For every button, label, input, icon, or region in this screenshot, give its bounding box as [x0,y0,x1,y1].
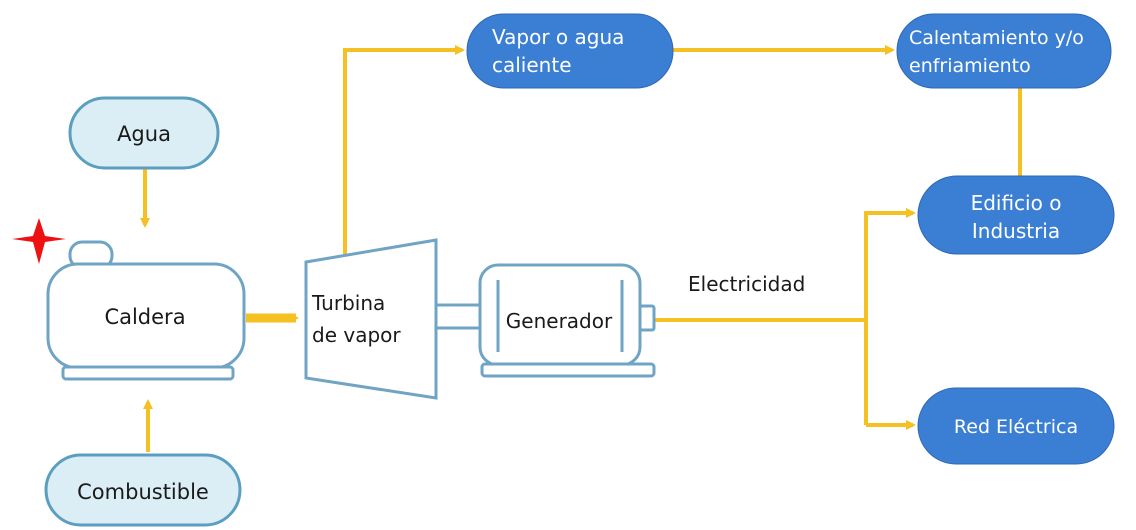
node-red-electrica: Red Eléctrica [917,387,1115,465]
red-star-marker [12,218,66,264]
node-calentamiento-label-line1: Calentamiento y/o [909,27,1084,49]
node-edificio-label-line2: Industria [972,219,1060,243]
node-red-label: Red Eléctrica [954,416,1078,438]
node-generador: Generador [478,263,656,378]
node-turbina-label-line2: de vapor [312,323,401,347]
node-caldera: Caldera [46,240,246,381]
turbine-shaft [436,303,482,330]
node-agua-label: Agua [117,122,171,146]
node-vapor: Vapor o agua caliente [466,13,674,89]
arrow-electricity-to-edificio [864,208,916,425]
node-vapor-label-line1: Vapor o agua [492,25,624,49]
node-calentamiento-label-line2: enfriamiento [909,55,1031,77]
node-agua: Agua [68,96,220,170]
node-edificio: Edificio o Industria [917,175,1115,255]
arrow-turbina-to-vapor [343,45,465,262]
edge-label-electricidad: Electricidad [688,272,805,296]
node-edificio-label-line1: Edificio o [971,191,1062,215]
node-turbina-label-line1: Turbina [311,291,385,315]
node-combustible-label: Combustible [77,480,209,504]
node-caldera-label: Caldera [104,305,185,329]
node-vapor-label-line2: caliente [492,53,572,77]
node-generador-label: Generador [506,309,613,333]
node-calentamiento: Calentamiento y/o enfriamiento [896,13,1112,89]
node-combustible: Combustible [44,453,242,527]
node-turbina: Turbina de vapor [304,238,438,400]
connectors [140,45,1025,452]
